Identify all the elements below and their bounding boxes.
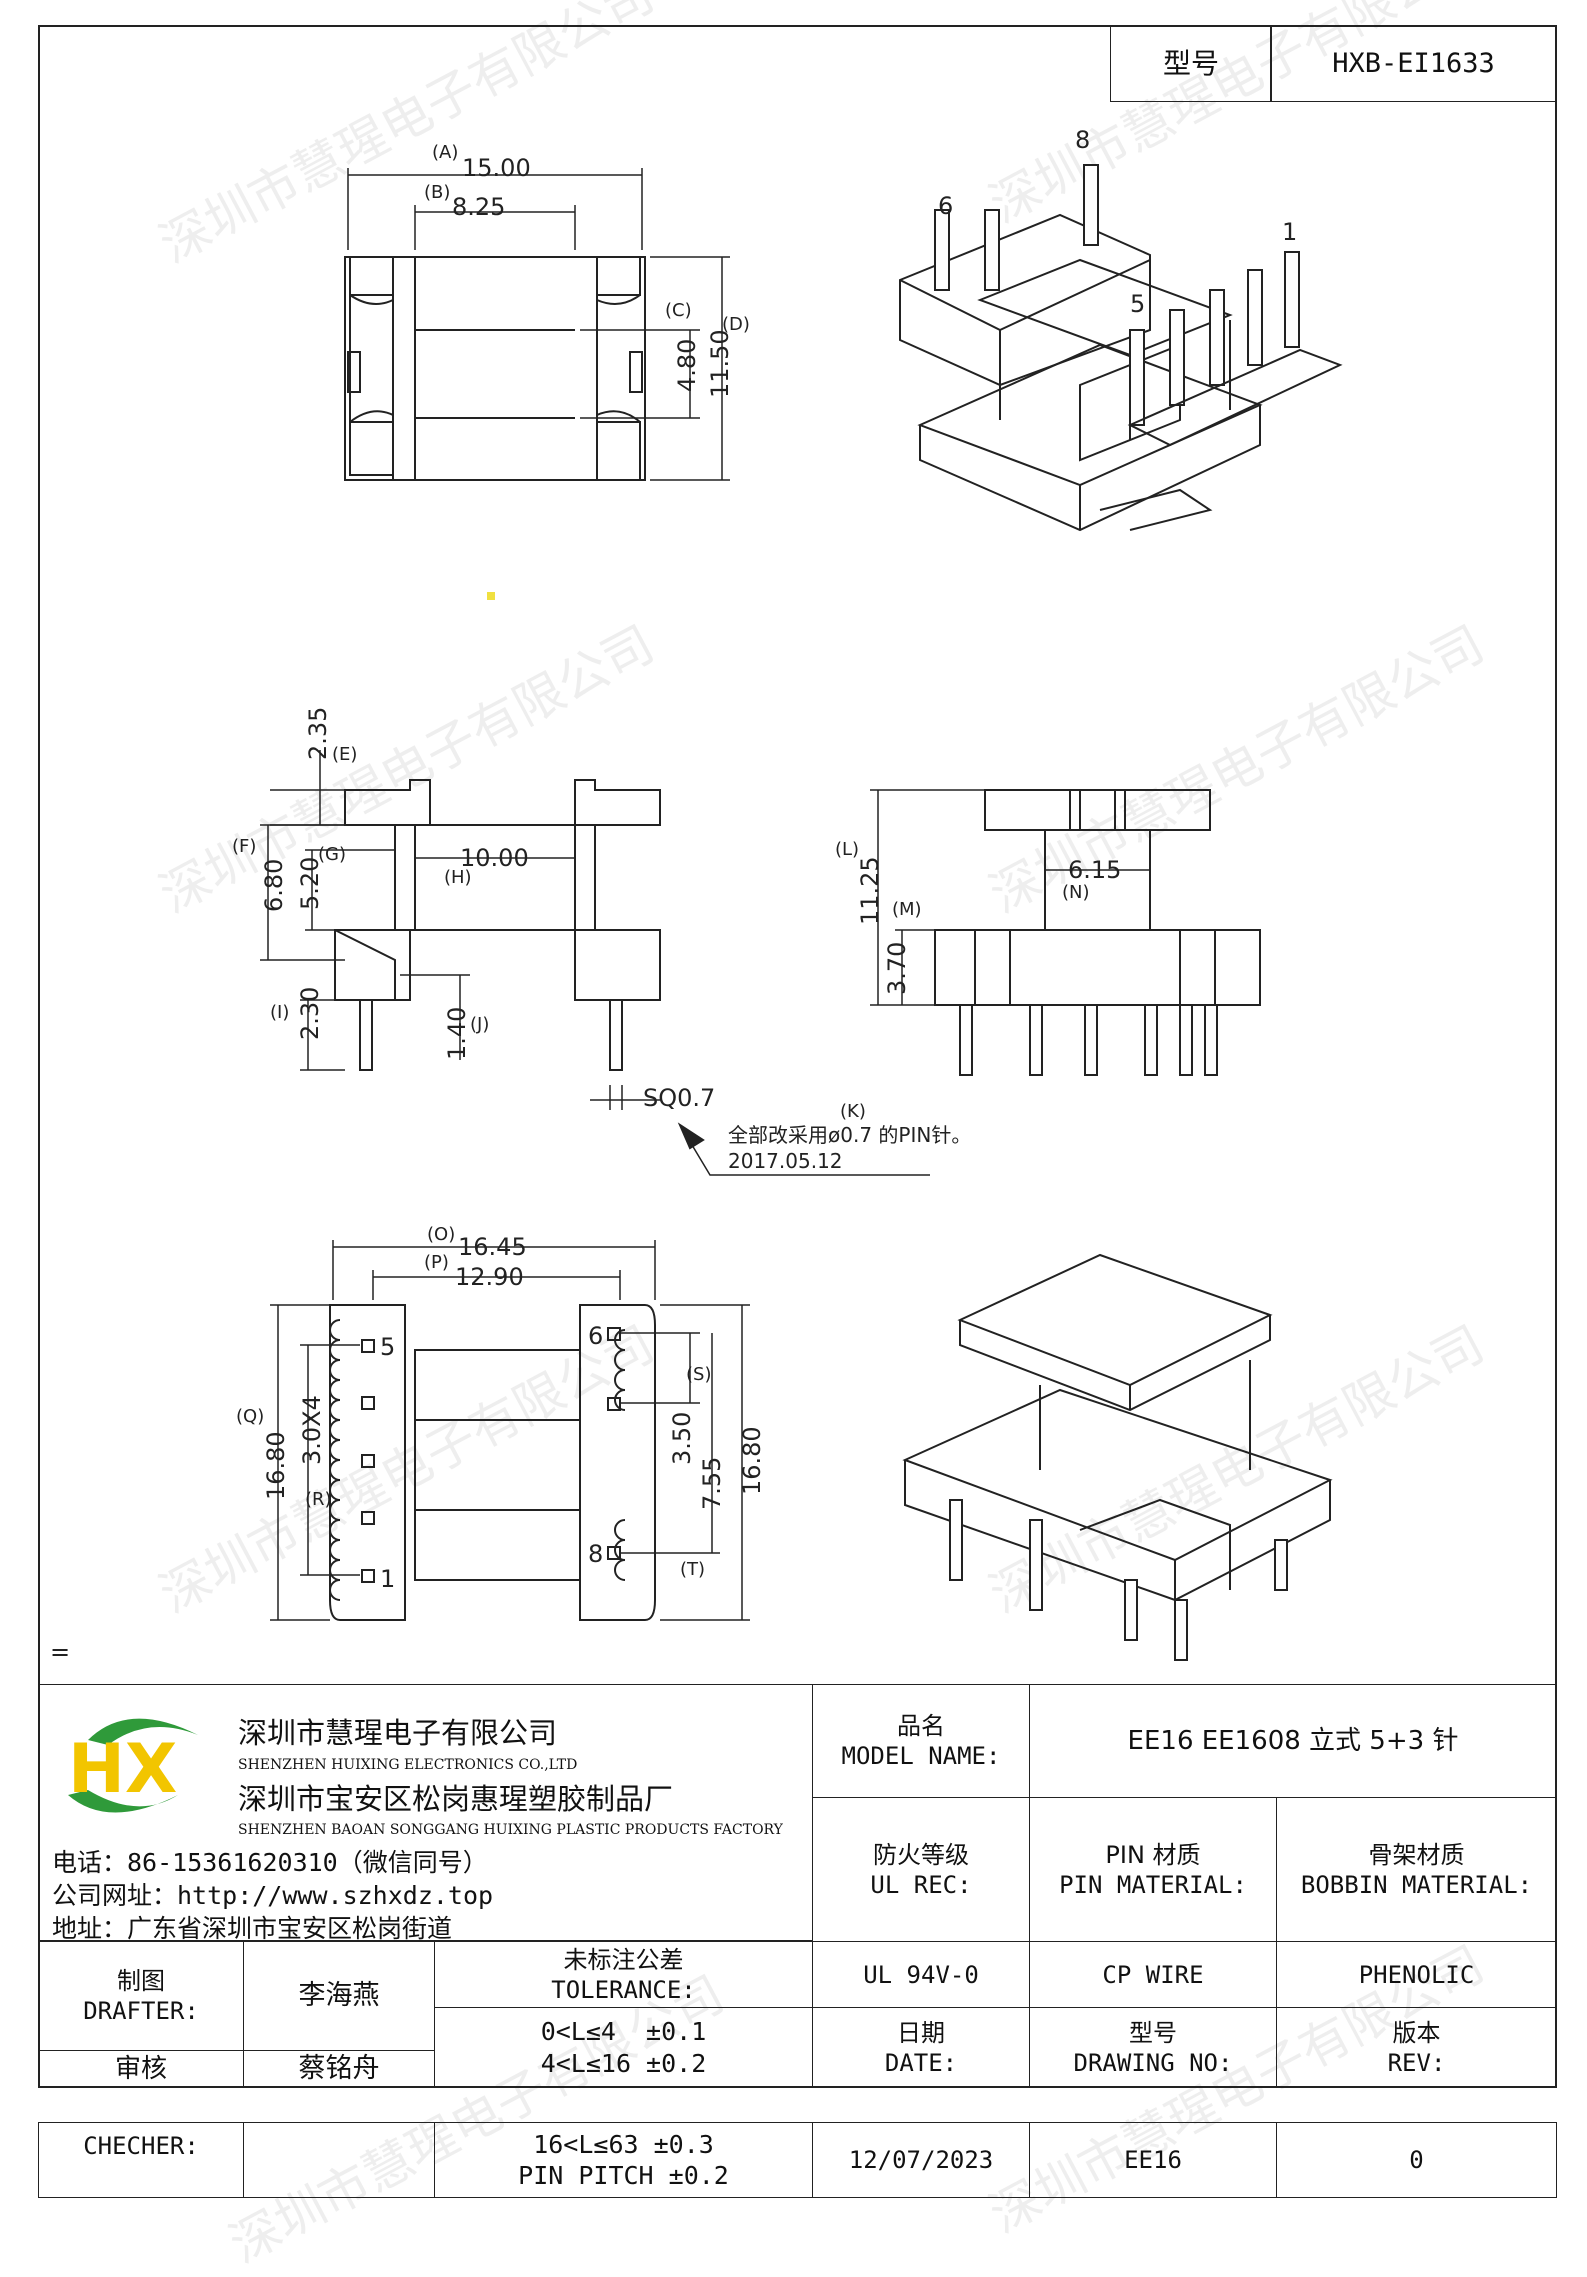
- dim-label-o: (O): [427, 1224, 455, 1245]
- dim-label-r: (R): [305, 1489, 332, 1510]
- company-name-en: SHENZHEN HUIXING ELECTRONICS CO.,LTD: [238, 1757, 578, 1773]
- checker-label: 审核: [38, 2050, 244, 2088]
- dim-value-l: 11.25: [856, 856, 884, 925]
- dim-label-s: (S): [686, 1364, 711, 1385]
- dim-label-n: (N): [1062, 882, 1090, 903]
- checker-en-value: [243, 2122, 435, 2198]
- dim-value-a: 15.00: [462, 154, 531, 182]
- technical-drawing: (A) 15.00 (B) 8.25 (C) 4.80 (D) 11.50 8 …: [50, 126, 1343, 1666]
- dim-label-a: (A): [432, 142, 458, 163]
- dim-value-p: 12.90: [455, 1263, 524, 1291]
- dim-value-h: 10.00: [460, 844, 529, 872]
- checker-name: 蔡铭舟: [243, 2050, 435, 2088]
- dim-label-i: (I): [270, 1002, 289, 1023]
- company-name-cn: 深圳市慧瑆电子有限公司: [238, 1716, 558, 1750]
- front-view: [870, 789, 1261, 1076]
- iso-bottom-view: [902, 1253, 1333, 1661]
- pin-label-1: 1: [1282, 218, 1297, 246]
- top-view: [344, 168, 730, 481]
- checker-en-label: CHECHER:: [38, 2122, 244, 2198]
- dim-value-j: 1.40: [443, 1007, 471, 1060]
- model-name-value: EE16 EE1608 立式 5+3 针: [1029, 1684, 1557, 1798]
- dim-value-b: 8.25: [452, 193, 505, 221]
- drafter-name: 李海燕: [243, 1941, 435, 2051]
- drawing-no-value: EE16: [1029, 2122, 1277, 2198]
- factory-name-cn: 深圳市宝安区松岗惠瑆塑胶制品厂: [238, 1782, 674, 1816]
- dim-label-j: (J): [470, 1014, 489, 1035]
- side-view: [260, 750, 930, 1176]
- dim-value-o: 16.45: [458, 1233, 527, 1261]
- date-value: 12/07/2023: [812, 2122, 1030, 2198]
- dim-label-q: (Q): [236, 1406, 264, 1427]
- company-phone: 电话：86-15361620310（微信同号）: [52, 1848, 488, 1877]
- note-label-k: (K): [840, 1101, 866, 1122]
- dim-value-n: 6.15: [1068, 856, 1121, 884]
- dim-value-i: 2.30: [296, 987, 324, 1040]
- dim-value-c: 4.80: [673, 339, 701, 392]
- header-model-value: HXB-EI1633: [1270, 25, 1557, 102]
- dim-label-l: (L): [835, 839, 859, 860]
- bottom-view: [270, 1240, 750, 1621]
- dim-value-r: 3.0X4: [298, 1395, 326, 1465]
- dim-value-t: 7.55: [698, 1457, 726, 1510]
- ul-rec-value: UL 94V-0: [812, 1941, 1030, 2008]
- dim-label-p: (P): [424, 1252, 449, 1273]
- pin-label-6: 6: [588, 1322, 603, 1350]
- logo-letter-h: HX: [68, 1730, 177, 1809]
- dim-value-f: 6.80: [260, 859, 288, 912]
- dim-label-d: (D): [722, 314, 750, 335]
- factory-name-en: SHENZHEN BAOAN SONGGANG HUIXING PLASTIC …: [238, 1822, 783, 1838]
- iso-top-view: [899, 164, 1343, 532]
- dim-label-m: (M): [892, 899, 922, 920]
- dim-value-d: 11.50: [706, 329, 734, 398]
- dim-value-e: 2.35: [304, 707, 332, 760]
- dim-label-h: (H): [444, 867, 472, 888]
- dim-value-g: 5.20: [296, 857, 324, 910]
- note-line-1: 全部改采用ø0.7 的PIN针。: [728, 1123, 971, 1147]
- pin-label-8: 8: [588, 1540, 603, 1568]
- dim-label-b: (B): [424, 182, 450, 203]
- pin-label-8: 8: [1075, 126, 1090, 154]
- dim-label-g: (G): [318, 844, 346, 865]
- company-website[interactable]: 公司网址：http://www.szhxdz.top: [52, 1881, 494, 1910]
- dim-label-t: (T): [680, 1559, 705, 1580]
- rev-value: 0: [1276, 2122, 1557, 2198]
- bobbin-material-value: PHENOLIC: [1276, 1941, 1557, 2008]
- pin-material-value: CP WIRE: [1029, 1941, 1277, 2008]
- equal-mark: =: [50, 1638, 70, 1666]
- pin-label-1: 1: [380, 1565, 395, 1593]
- pin-label-6: 6: [938, 192, 953, 220]
- note-line-2: 2017.05.12: [728, 1149, 843, 1173]
- company-logo: HX: [68, 1718, 198, 1813]
- company-address: 地址：广东省深圳市宝安区松岗街道: [52, 1914, 453, 1943]
- dim-value-m: 3.70: [883, 942, 911, 995]
- dim-value-right: 16.80: [738, 1426, 766, 1495]
- dim-label-e: (E): [332, 744, 357, 765]
- header-model-label: 型号: [1110, 25, 1272, 102]
- dim-label-f: (F): [232, 836, 256, 857]
- pin-label-5: 5: [1130, 290, 1145, 318]
- dim-value-q: 16.80: [262, 1431, 290, 1500]
- dim-label-c: (C): [665, 300, 692, 321]
- pin-label-5: 5: [380, 1333, 395, 1361]
- note-sq: SQ0.7: [643, 1084, 715, 1112]
- dim-value-s: 3.50: [668, 1412, 696, 1465]
